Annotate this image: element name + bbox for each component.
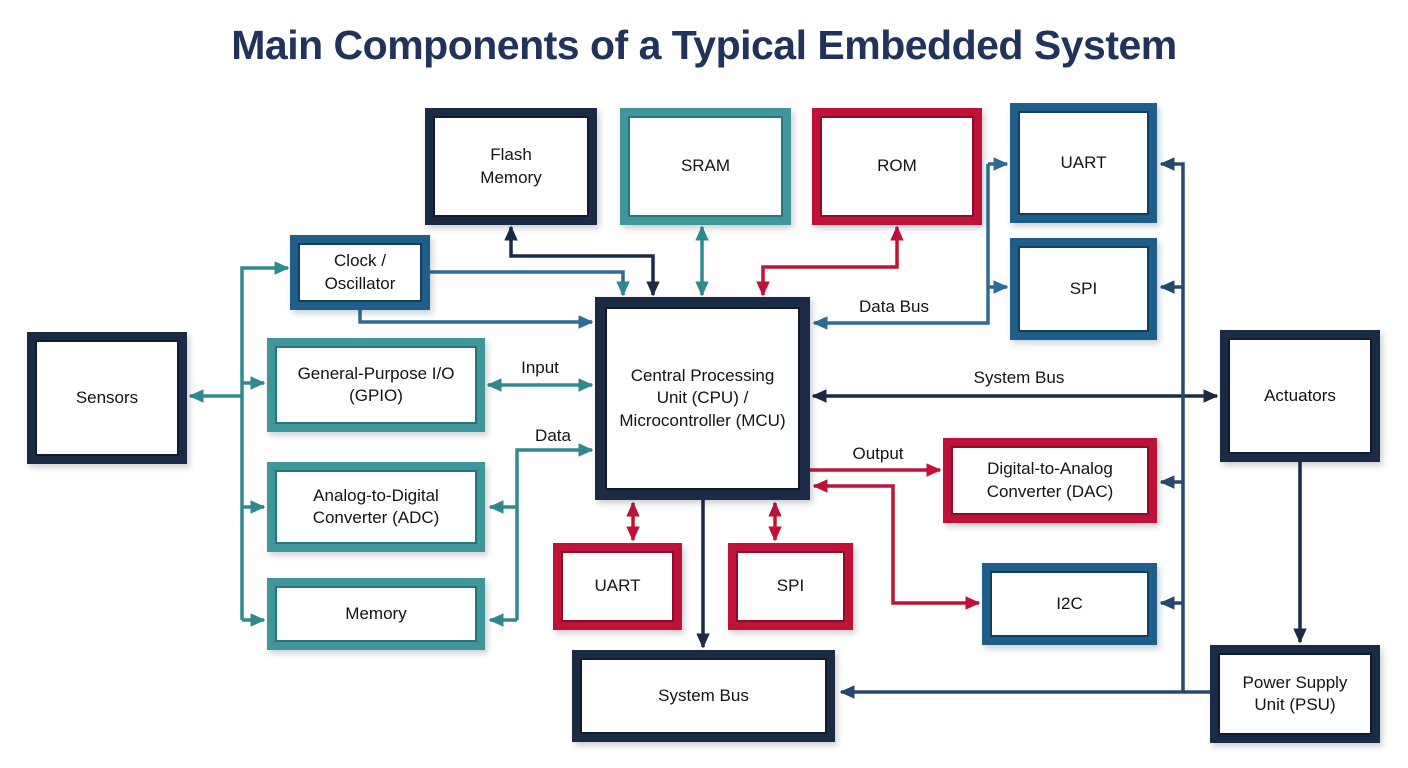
- box-sram: SRAM: [620, 108, 791, 225]
- box-label: System Bus: [658, 685, 749, 705]
- box-label: ROM: [877, 156, 917, 176]
- box-label: General-Purpose I/O (GPIO): [297, 363, 455, 405]
- box-label: Digital-to-Analog Converter (DAC): [986, 459, 1114, 501]
- box-memory: Memory: [267, 578, 485, 650]
- box-system-bus: System Bus: [572, 650, 835, 742]
- edge-flash-cpu: [504, 225, 660, 297]
- box-uart-bottom: UART: [553, 543, 682, 630]
- box-clock-oscillator: Clock / Oscillator: [290, 235, 430, 310]
- edge-label-system-bus: System Bus: [973, 368, 1065, 387]
- edge-left-bus-to-clock: [240, 261, 290, 620]
- edge-cpu-i2c-loop: [812, 479, 981, 610]
- box-label: SRAM: [680, 156, 731, 176]
- edge-data-bus-spine: [812, 164, 990, 330]
- box-label: SPI: [776, 576, 805, 596]
- edge-label-input: Input: [521, 358, 559, 377]
- box-label: UART: [1060, 152, 1107, 172]
- box-rom: ROM: [812, 108, 982, 225]
- box-psu: Power Supply Unit (PSU): [1210, 645, 1380, 743]
- box-label: Sensors: [75, 387, 139, 407]
- diagram-title: Main Components of a Typical Embedded Sy…: [231, 22, 1177, 68]
- box-flash-memory: Flash Memory: [425, 108, 597, 225]
- box-label: Analog-to-Digital Converter (ADC): [312, 485, 440, 527]
- box-sensors: Sensors: [27, 332, 187, 464]
- box-label: Power Supply Unit (PSU): [1242, 672, 1348, 714]
- box-label: Flash Memory: [480, 145, 542, 187]
- edge-clock-cpu-left: [358, 310, 594, 329]
- box-gpio: General-Purpose I/O (GPIO): [267, 338, 485, 432]
- box-label: SPI: [1069, 278, 1098, 298]
- box-actuators: Actuators: [1220, 330, 1380, 462]
- edge-data-spine: [515, 443, 594, 620]
- box-label: I2C: [1056, 593, 1083, 613]
- edge-label-data: Data: [535, 426, 571, 445]
- box-label: Central Processing Unit (CPU) / Microcon…: [619, 366, 786, 430]
- edge-clock-cpu-top: [430, 270, 630, 297]
- box-i2c: I2C: [982, 563, 1157, 645]
- edge-psu-riser-uart: [1159, 157, 1185, 692]
- box-label: Actuators: [1264, 385, 1336, 405]
- box-label: Clock / Oscillator: [324, 251, 396, 293]
- box-adc: Analog-to-Digital Converter (ADC): [267, 462, 485, 552]
- box-cpu-mcu: Central Processing Unit (CPU) / Microcon…: [595, 297, 810, 500]
- box-label: Memory: [345, 603, 407, 623]
- box-uart-top: UART: [1010, 103, 1157, 223]
- edge-label-data-bus: Data Bus: [859, 297, 929, 316]
- box-spi-bottom: SPI: [728, 543, 853, 630]
- box-dac: Digital-to-Analog Converter (DAC): [943, 438, 1157, 523]
- edge-rom-cpu: [756, 225, 904, 297]
- edge-label-output: Output: [852, 444, 904, 463]
- box-spi-right: SPI: [1010, 238, 1157, 340]
- box-label: UART: [594, 576, 641, 596]
